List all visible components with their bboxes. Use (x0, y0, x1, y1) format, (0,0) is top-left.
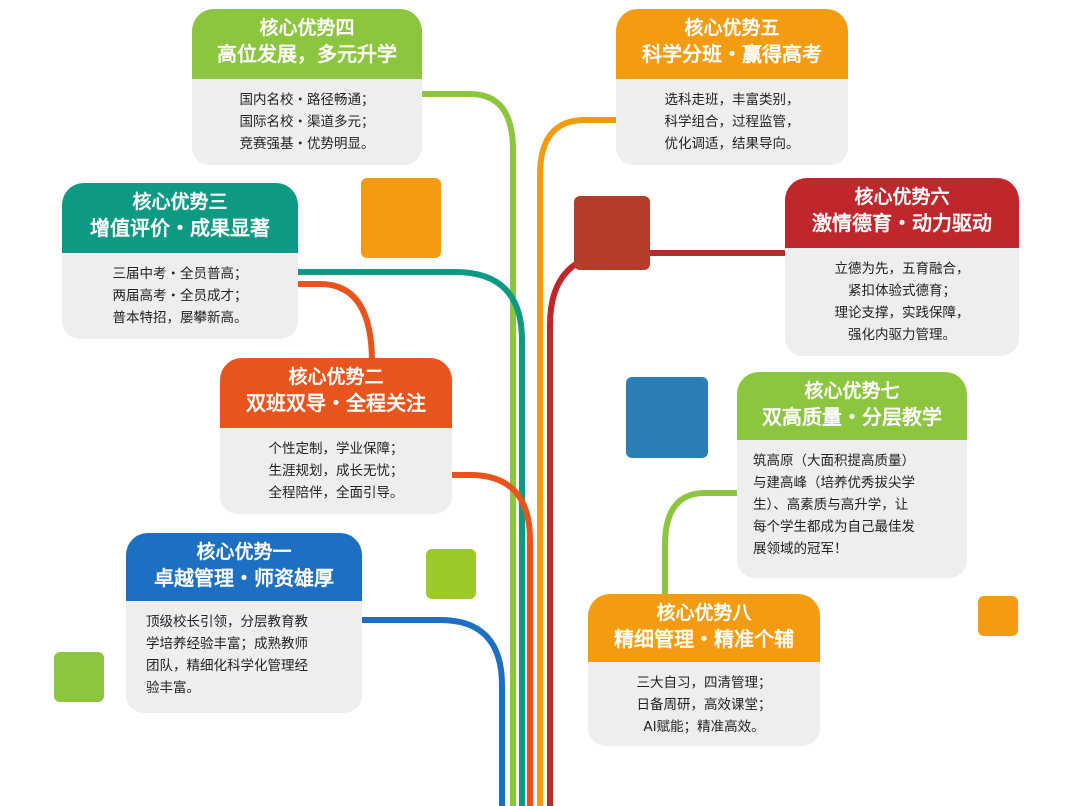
advantage-card-5: 核心优势五 科学分班・赢得高考 选科走班，丰富类别， 科学组合，过程监管， 优化… (616, 9, 848, 165)
card-4-line: 国内名校・路径畅通； (239, 92, 375, 108)
card-6-header: 核心优势六 激情德育・动力驱动 (785, 178, 1019, 248)
advantage-card-3: 核心优势三 增值评价・成果显著 三届中考・全员普高； 两届高考・全员成才； 普本… (62, 183, 298, 339)
card-6-title: 核心优势六 (854, 186, 950, 208)
card-5-line: 优化调适，结果导向。 (664, 136, 800, 152)
card-5-title: 核心优势五 (684, 17, 780, 39)
advantage-card-4: 核心优势四 高位发展，多元升学 国内名校・路径畅通； 国际名校・渠道多元； 竞赛… (192, 9, 422, 165)
decor-square-red (574, 196, 650, 270)
card-2-header: 核心优势二 双班双导・全程关注 (220, 358, 452, 428)
card-4-line: 国际名校・渠道多元； (239, 114, 375, 130)
card-6-body: 立德为先，五育融合， 紧扣体验式德育； 理论支撑，实践保障， 强化内驱力管理。 (785, 248, 1019, 356)
card-2-body: 个性定制，学业保障； 生涯规划，成长无忧； 全程陪伴，全面引导。 (220, 428, 452, 514)
advantage-card-8: 核心优势八 精细管理・精准个辅 三大自习，四清管理； 日备周研，高效课堂； AI… (588, 594, 820, 746)
advantage-card-6: 核心优势六 激情德育・动力驱动 立德为先，五育融合， 紧扣体验式德育； 理论支撑… (785, 178, 1019, 356)
card-7-body: 筑高原（大面积提高质量） 与建高峰（培养优秀拔尖学 生）、高素质与高升学，让 每… (737, 440, 967, 578)
card-6-line: 紧扣体验式德育； (848, 283, 956, 299)
card-1-line: 验丰富。 (146, 680, 200, 696)
card-1-title: 核心优势一 (196, 541, 292, 563)
branch-line-teal-a3 (298, 269, 525, 806)
card-7-line: 每个学生都成为自己最佳发 (753, 519, 915, 535)
card-8-title: 核心优势八 (656, 602, 752, 624)
card-8-line: 日备周研，高效课堂； (636, 697, 772, 713)
card-4-line: 竞赛强基・优势明显。 (239, 136, 375, 152)
decor-square-orange-1 (361, 178, 441, 258)
branch-line-blue-a1 (362, 617, 505, 806)
card-8-line: 三大自习，四清管理； (636, 675, 772, 691)
card-8-header: 核心优势八 精细管理・精准个辅 (588, 594, 820, 662)
card-5-body: 选科走班，丰富类别， 科学组合，过程监管， 优化调适，结果导向。 (616, 79, 848, 165)
card-6-subtitle: 激情德育・动力驱动 (812, 211, 992, 235)
card-7-line: 生）、高素质与高升学，让 (753, 497, 909, 513)
decor-square-green-1 (426, 549, 476, 599)
card-2-title: 核心优势二 (288, 366, 384, 388)
card-1-subtitle: 卓越管理・师资雄厚 (154, 566, 334, 590)
card-8-subtitle: 精细管理・精准个辅 (614, 627, 794, 651)
card-3-subtitle: 增值评价・成果显著 (90, 216, 270, 240)
card-4-body: 国内名校・路径畅通； 国际名校・渠道多元； 竞赛强基・优势明显。 (192, 79, 422, 165)
branch-line-green-a4 (422, 91, 516, 806)
card-1-line: 团队，精细化科学化管理经 (146, 658, 308, 674)
card-7-title: 核心优势七 (804, 380, 900, 402)
card-2-line: 生涯规划，成长无忧； (268, 463, 404, 479)
card-5-line: 科学组合，过程监管， (664, 114, 800, 130)
card-7-header: 核心优势七 双高质量・分层教学 (737, 372, 967, 440)
card-4-subtitle: 高位发展，多元升学 (217, 42, 397, 66)
decor-square-blue (626, 377, 708, 458)
card-2-line: 全程陪伴，全面引导。 (268, 485, 404, 501)
card-3-line: 普本特招，屡攀新高。 (112, 310, 248, 326)
decor-square-green-2 (54, 652, 104, 702)
card-3-body: 三届中考・全员普高； 两届高考・全员成才； 普本特招，屡攀新高。 (62, 253, 298, 339)
card-7-subtitle: 双高质量・分层教学 (762, 405, 942, 429)
card-1-body: 顶级校长引领，分层教育教 学培养经验丰富；成熟教师 团队，精细化科学化管理经 验… (126, 601, 362, 713)
card-1-line: 顶级校长引领，分层教育教 (146, 614, 308, 630)
branch-line-orangered-a2 (298, 281, 533, 806)
card-3-line: 三届中考・全员普高； (112, 266, 248, 282)
card-6-line: 强化内驱力管理。 (848, 327, 956, 343)
card-7-line: 与建高峰（培养优秀拔尖学 (753, 475, 915, 491)
card-5-header: 核心优势五 科学分班・赢得高考 (616, 9, 848, 79)
card-6-line: 立德为先，五育融合， (834, 261, 970, 277)
card-7-line: 展领域的冠军！ (753, 541, 848, 557)
advantage-card-7: 核心优势七 双高质量・分层教学 筑高原（大面积提高质量） 与建高峰（培养优秀拔尖… (737, 372, 967, 578)
branch-line-green-a7 (662, 490, 737, 600)
card-3-title: 核心优势三 (132, 191, 228, 213)
card-3-line: 两届高考・全员成才； (112, 288, 248, 304)
branch-line-orange-a5 (537, 117, 617, 806)
advantage-card-2: 核心优势二 双班双导・全程关注 个性定制，学业保障； 生涯规划，成长无忧； 全程… (220, 358, 452, 514)
card-1-header: 核心优势一 卓越管理・师资雄厚 (126, 533, 362, 601)
card-1-line: 学培养经验丰富；成熟教师 (146, 636, 308, 652)
card-8-body: 三大自习，四清管理； 日备周研，高效课堂； AI赋能；精准高效。 (588, 662, 820, 746)
card-5-subtitle: 科学分班・赢得高考 (642, 42, 822, 66)
card-8-line: AI赋能；精准高效。 (643, 719, 765, 735)
card-3-header: 核心优势三 增值评价・成果显著 (62, 183, 298, 253)
card-7-line: 筑高原（大面积提高质量） (753, 453, 915, 469)
card-6-line: 理论支撑，实践保障， (834, 305, 970, 321)
card-4-header: 核心优势四 高位发展，多元升学 (192, 9, 422, 79)
card-2-line: 个性定制，学业保障； (268, 441, 404, 457)
card-5-line: 选科走班，丰富类别， (664, 92, 800, 108)
advantage-card-1: 核心优势一 卓越管理・师资雄厚 顶级校长引领，分层教育教 学培养经验丰富；成熟教… (126, 533, 362, 713)
decor-square-orange-2 (978, 596, 1018, 636)
card-4-title: 核心优势四 (259, 17, 355, 39)
card-2-subtitle: 双班双导・全程关注 (246, 391, 426, 415)
